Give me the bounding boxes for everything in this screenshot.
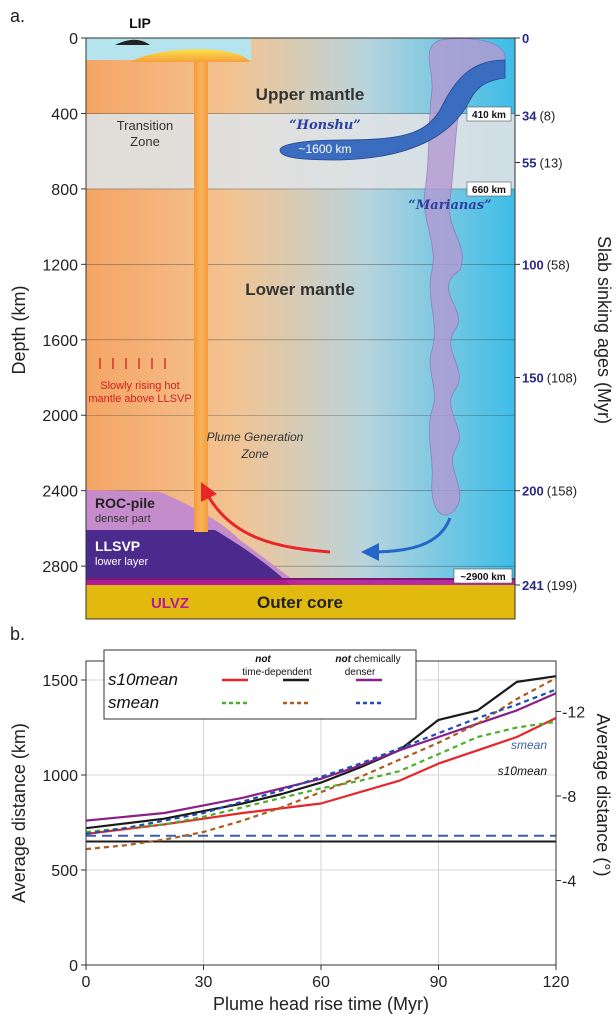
ulvz-label: ULVZ <box>151 595 189 612</box>
legend-col3-c: denser <box>345 667 376 678</box>
age-axis: 0 34(8) 55(13) 100(58) 150(108) 200(158) 241(1… <box>515 31 577 593</box>
panel-a: a. <box>9 6 614 620</box>
age-tick-label: 100(58) <box>522 257 570 272</box>
y2-axis-title: Average distance (°) <box>593 714 613 877</box>
depth-tick-label: 2800 <box>42 559 78 576</box>
honshu-length-label: ~1600 km <box>298 142 351 156</box>
rising-arrows <box>99 358 166 369</box>
llsvp-label: LLSVP <box>95 538 140 554</box>
transition-zone-label-1: Transition <box>117 118 174 133</box>
red-flow-arrow <box>200 481 331 554</box>
age-tick-label: 241(199) <box>522 578 577 593</box>
age-tick-label: 200(158) <box>522 484 577 499</box>
x-tick-label: 90 <box>430 974 448 991</box>
depth-tick-label: 800 <box>51 182 78 199</box>
upper-mantle-label: Upper mantle <box>256 85 365 104</box>
depth-tick-label: 400 <box>51 106 78 123</box>
depth-tick-label: 2000 <box>42 408 78 425</box>
y2-axis: -4 -8 -12 <box>556 704 585 890</box>
cmb-line <box>86 578 515 580</box>
depth-axis-title: Depth (km) <box>9 285 29 374</box>
pgz-label-2: Zone <box>240 447 269 461</box>
x-tick-label: 30 <box>195 974 213 991</box>
series-line-2 <box>85 675 557 830</box>
km660-box <box>466 181 512 197</box>
panel-b: b. 0 30 60 90 120 0 500 1000 1500 -4 -8 -12 smean… <box>9 624 613 1014</box>
km2900-box <box>453 568 513 584</box>
x-tick-label: 0 <box>82 974 91 991</box>
reference-lines <box>86 834 556 843</box>
lip-marker <box>115 39 150 45</box>
llsvp-sublabel: lower layer <box>95 556 149 568</box>
outer-core <box>86 585 515 619</box>
plume-head <box>130 49 250 62</box>
transition-zone-label-2: Zone <box>130 134 160 149</box>
legend-row-smean: smean <box>108 693 159 712</box>
age-tick-label: 150(108) <box>522 371 577 386</box>
pgz-label-1: Plume Generation <box>207 430 304 444</box>
depth-tick-label: 2400 <box>42 484 78 501</box>
y-tick-label: 1000 <box>42 768 78 785</box>
depth-axis: 0 400 800 1200 1600 2000 2400 2800 <box>42 31 86 576</box>
age-tick-label: 55(13) <box>522 155 563 170</box>
y-tick-label: 500 <box>51 863 78 880</box>
legend-row-s10mean: s10mean <box>108 670 178 689</box>
km410-box <box>466 106 512 122</box>
x-axis-title: Plume head rise time (Myr) <box>213 994 429 1014</box>
blue-flow-arrow <box>361 517 452 561</box>
depth-tick-label: 1200 <box>42 257 78 274</box>
legend-col2-b: time-dependent <box>242 667 312 678</box>
y-tick-label: 1500 <box>42 673 78 690</box>
panel-a-frame <box>85 37 516 620</box>
age-axis-title: Slab sinking ages (Myr) <box>594 236 614 424</box>
earth-cross-section <box>86 38 515 619</box>
marianas-slab <box>423 38 506 516</box>
lower-mantle-label: Lower mantle <box>245 280 355 299</box>
panel-b-label: b. <box>10 624 25 644</box>
panel-a-label: a. <box>10 6 25 26</box>
roc-pile-sublabel: denser part <box>95 513 151 525</box>
plume-conduit <box>194 62 208 532</box>
depth-tick-label: 1600 <box>42 333 78 350</box>
roc-pile-label: ROC-pile <box>95 495 155 511</box>
x-axis: 0 30 60 90 120 <box>82 965 570 991</box>
chart-series <box>85 675 557 851</box>
outer-core-label: Outer core <box>257 593 343 612</box>
km660-label: 660 km <box>472 185 506 196</box>
honshu-label: “Honshu” <box>289 118 361 133</box>
age-tick-label: 0 <box>522 31 529 46</box>
age-tick-label: 34(8) <box>522 108 555 123</box>
honshu-slab <box>279 59 506 161</box>
y2-tick-label: -4 <box>562 873 576 890</box>
series-line-1 <box>85 717 557 835</box>
series-line-4 <box>85 720 557 834</box>
x-tick-label: 60 <box>312 974 330 991</box>
y2-tick-label: -8 <box>562 789 576 806</box>
km2900-label: ~2900 km <box>460 572 505 583</box>
depth-tick-label: 0 <box>69 31 78 48</box>
x-tick-label: 120 <box>543 974 570 991</box>
lip-label: LIP <box>129 15 151 31</box>
series-line-6 <box>85 688 557 835</box>
ref-label-s10mean: s10mean <box>498 764 548 778</box>
y-axis-title: Average distance (km) <box>9 723 29 903</box>
rising-mantle-label-2: mantle above LLSVP <box>88 393 191 405</box>
y-axis: 0 500 1000 1500 <box>42 673 86 975</box>
ref-label-smean: smean <box>511 738 547 752</box>
legend-box <box>103 649 417 720</box>
y2-tick-label: -12 <box>562 704 585 721</box>
marianas-label: “Marianas” <box>408 198 491 213</box>
llsvp <box>86 530 290 585</box>
y-tick-label: 0 <box>69 958 78 975</box>
legend-col2-a: not <box>255 654 271 665</box>
series-line-5 <box>85 677 557 851</box>
km410-label: 410 km <box>472 110 506 121</box>
rising-mantle-label-1: Slowly rising hot <box>100 380 179 392</box>
legend-swatches <box>222 678 382 705</box>
